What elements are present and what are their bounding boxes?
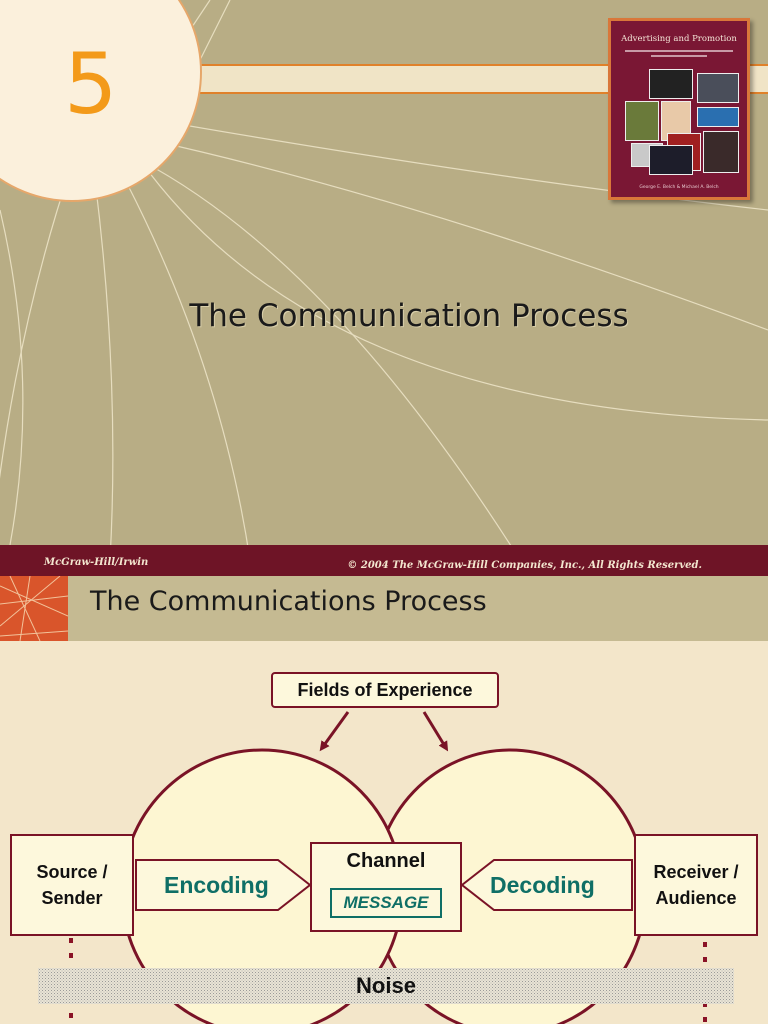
diagram-slide: The Communications Process Fields of Exp…: [0, 576, 768, 1024]
cover-photo: [649, 145, 693, 175]
arrow-to-source-field: [319, 711, 350, 752]
background-arc-lines: [0, 0, 768, 561]
fields-of-experience-box: Fields of Experience: [271, 672, 499, 708]
slide-title: The Communications Process: [90, 586, 487, 617]
cover-photo: [697, 73, 739, 103]
source-sender-box: Source / Sender: [10, 834, 134, 936]
encoding-label: Encoding: [164, 872, 269, 898]
footer-bar: McGraw-Hill/Irwin © 2004 The McGraw-Hill…: [0, 545, 768, 576]
noise-label: Noise: [356, 973, 416, 998]
decoding-arrow: [460, 859, 633, 911]
slide-header: The Communications Process: [0, 576, 768, 641]
title-slide: 5 Advertising and Promotion George E. Be…: [0, 0, 768, 576]
book-cover-subtitle-line: [625, 50, 733, 52]
cover-photo: [703, 131, 739, 173]
arrow-to-receiver-field: [422, 711, 449, 752]
communication-diagram: [69, 711, 707, 1024]
receiver-audience-box: Receiver / Audience: [634, 834, 758, 936]
book-cover-authors: George E. Belch & Michael A. Belch: [639, 185, 719, 190]
message-box: MESSAGE: [330, 888, 442, 918]
copyright-notice: © 2004 The McGraw-Hill Companies, Inc., …: [347, 560, 702, 571]
cover-photo: [697, 107, 739, 127]
chapter-number: 5: [64, 35, 118, 133]
source-label-line2: Sender: [41, 888, 103, 908]
book-cover-subtitle-line: [651, 55, 707, 57]
slide-title: The Communication Process: [189, 298, 629, 334]
receiver-label-line2: Audience: [655, 888, 737, 908]
encoding-arrow: [135, 859, 312, 911]
receiver-label-line1: Receiver /: [653, 862, 739, 882]
channel-box: Channel MESSAGE: [310, 842, 462, 932]
noise-bar: Noise: [38, 968, 734, 1004]
corner-lines-graphic: [0, 576, 68, 641]
book-cover-image: Advertising and Promotion George E. Belc…: [608, 18, 750, 200]
decoding-label: Decoding: [490, 872, 595, 898]
channel-label: Channel: [346, 850, 426, 872]
book-cover-title: Advertising and Promotion: [621, 34, 737, 44]
corner-decoration: [0, 576, 68, 641]
source-label-line1: Source /: [36, 862, 108, 882]
cover-photo: [625, 101, 659, 141]
publisher-label: McGraw-Hill/Irwin: [44, 557, 149, 568]
cover-photo: [649, 69, 693, 99]
